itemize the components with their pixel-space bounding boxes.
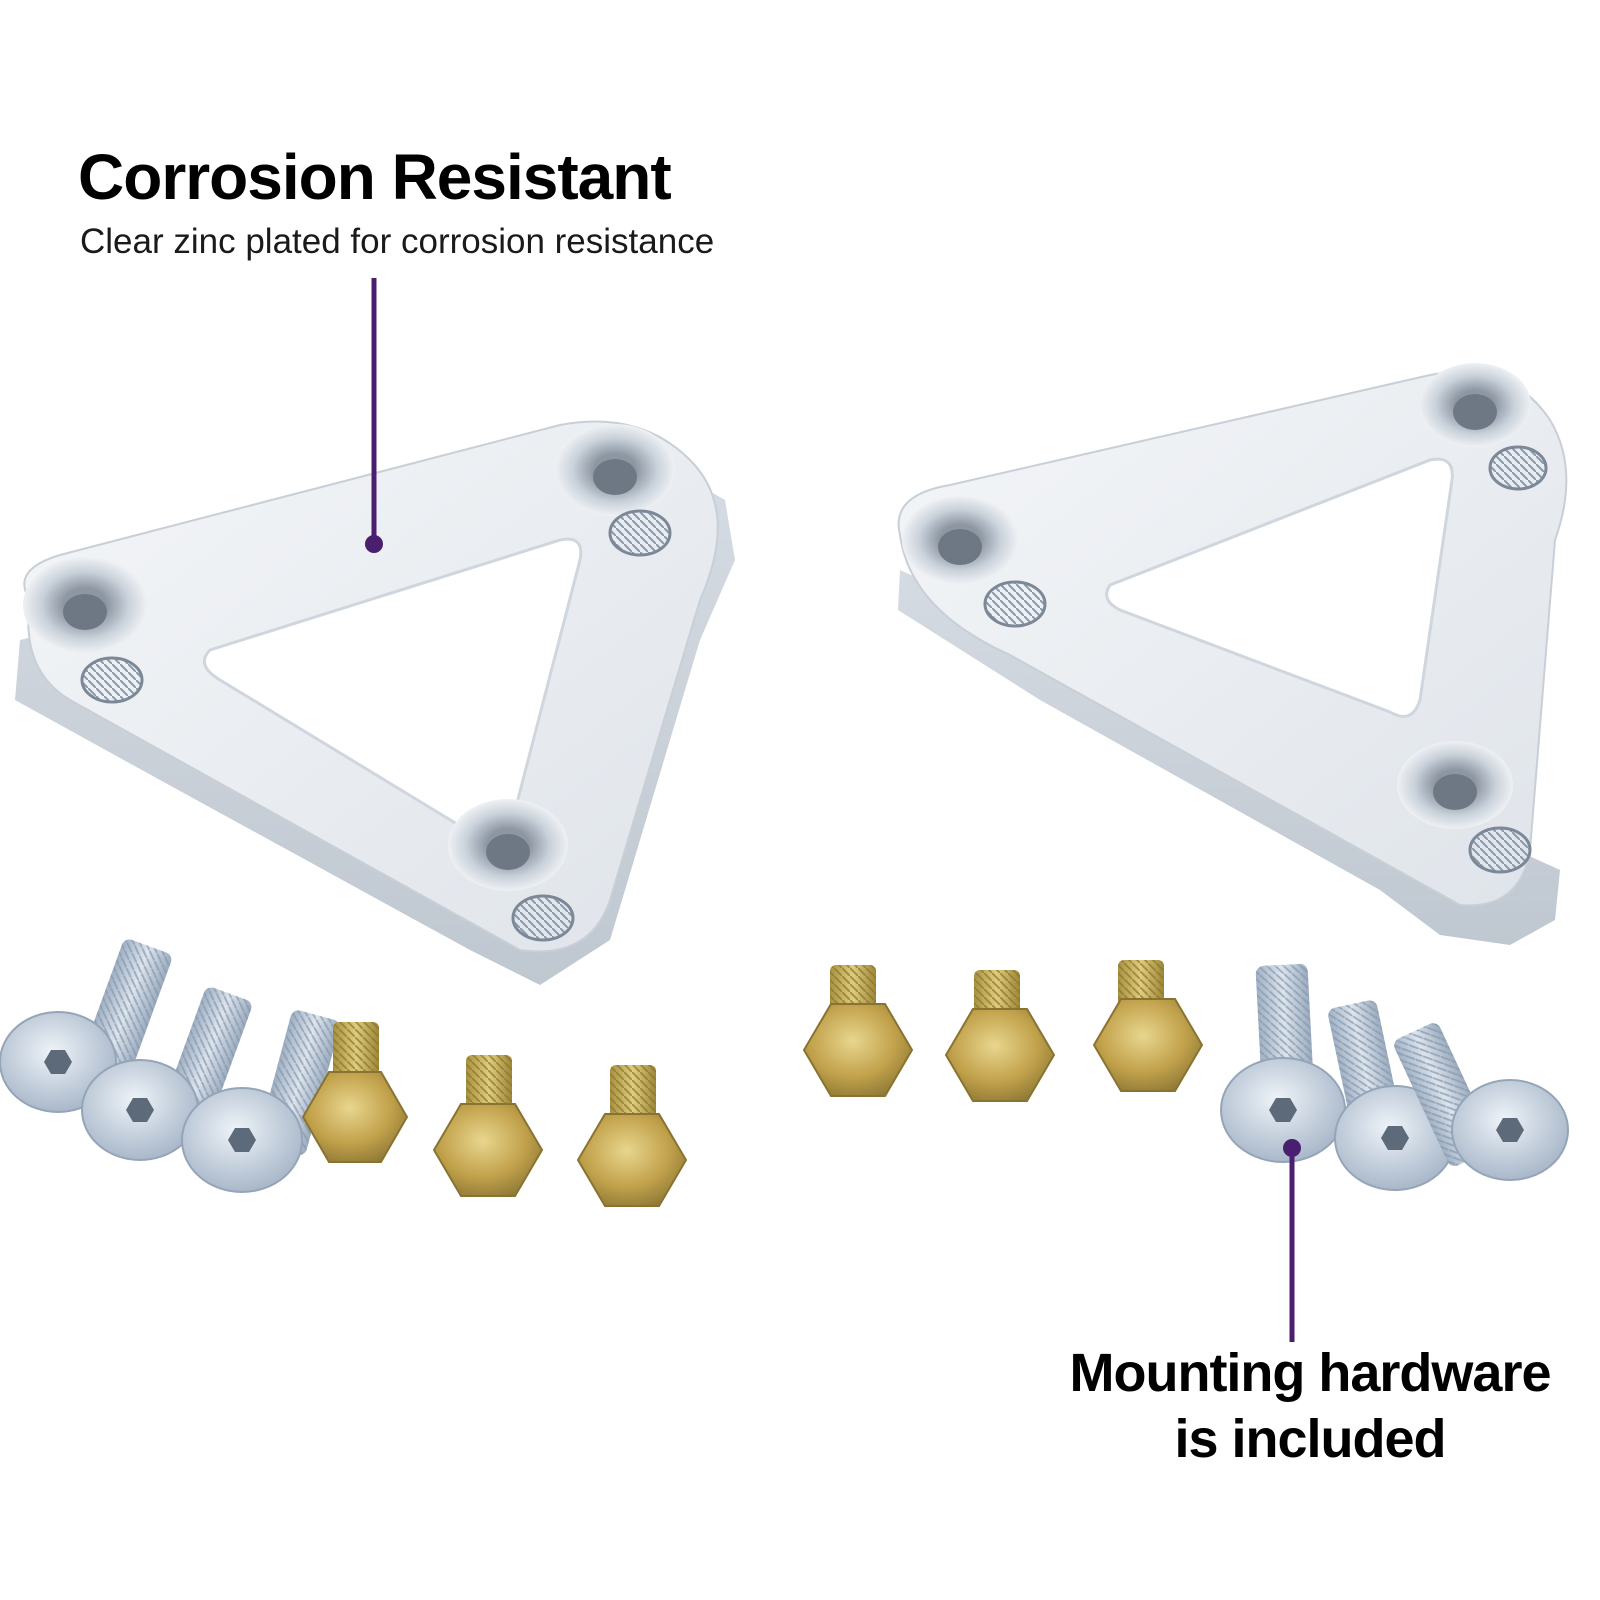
feature-description: Clear zinc plated for corrosion resistan… — [80, 222, 715, 261]
zinc-bolt — [81, 987, 252, 1161]
gold-bolt — [576, 1065, 688, 1207]
zinc-bolt — [0, 939, 172, 1113]
zinc-bolt — [1394, 1023, 1569, 1181]
feature-title: Corrosion Resistant — [78, 141, 672, 213]
gold-bolt — [432, 1055, 544, 1197]
left-gold-bolts — [301, 1022, 688, 1207]
right-triangle-plate — [897, 363, 1568, 945]
hardware-callout-line-2: is included — [1174, 1409, 1446, 1469]
hardware-callout: Mounting hardware is included — [1040, 1340, 1580, 1472]
left-zinc-bolts — [0, 939, 340, 1193]
gold-bolt — [1092, 960, 1204, 1092]
gold-bolt — [301, 1022, 409, 1163]
left-triangle-plate — [15, 420, 735, 985]
hardware-leader-line — [1283, 1139, 1301, 1342]
right-gold-bolts — [802, 960, 1204, 1102]
gold-bolt — [802, 965, 914, 1097]
gold-bolt — [944, 970, 1056, 1102]
right-zinc-bolts — [1220, 963, 1569, 1191]
zinc-bolt — [181, 1010, 340, 1193]
zinc-bolt — [1220, 963, 1346, 1163]
zinc-bolt — [1328, 1000, 1456, 1191]
corrosion-leader-line — [365, 278, 383, 553]
hardware-callout-line-1: Mounting hardware — [1069, 1343, 1552, 1403]
